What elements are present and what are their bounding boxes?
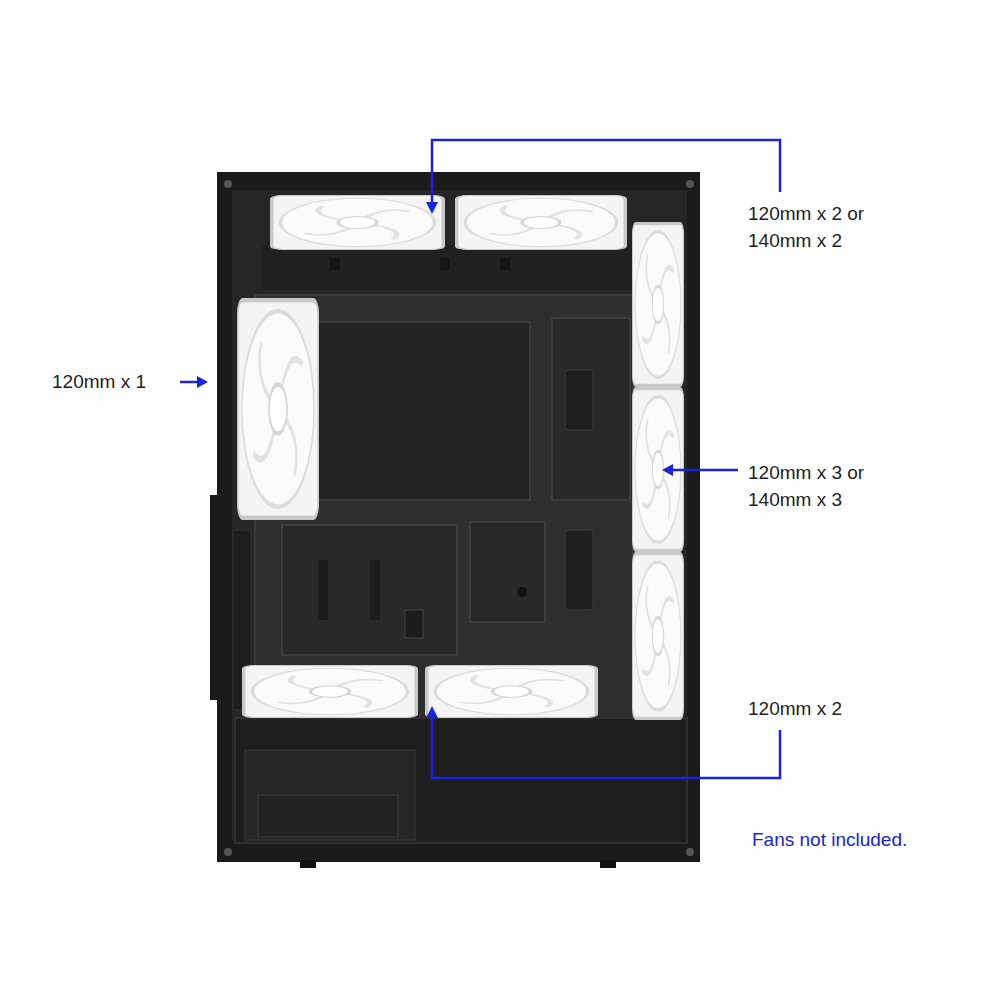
note-text: Fans not included. [752, 826, 982, 853]
fan-spec-label: 120mm x 2 [748, 695, 888, 722]
fan-spec-label: 120mm x 3 or 140mm x 3 [748, 459, 888, 513]
fan-spec-label: 120mm x 2 or 140mm x 2 [748, 200, 888, 254]
fan-spec-label: 120mm x 1 [52, 368, 182, 395]
